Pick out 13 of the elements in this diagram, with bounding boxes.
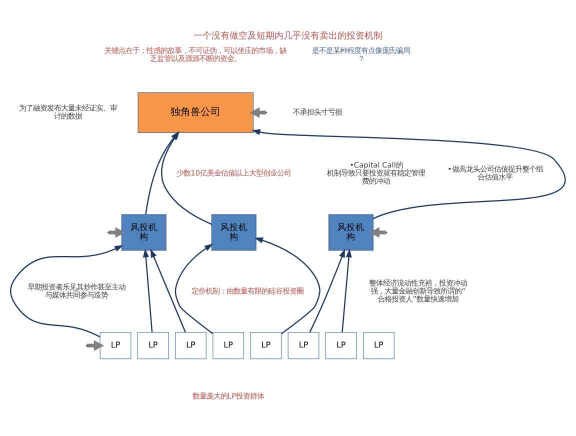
- node-box: 风投机构: [328, 214, 374, 251]
- arrow: [252, 129, 565, 220]
- arrow: [10, 245, 124, 338]
- arrow: [342, 248, 352, 332]
- diagram-title: 一个没有做空及短期内几乎没有卖出的投资机制: [194, 30, 383, 42]
- arrow: [254, 237, 320, 334]
- node-box: 独角兽公司: [138, 92, 254, 133]
- arrow: [174, 244, 214, 334]
- arrow: [142, 248, 153, 332]
- node-box: 风投机构: [121, 214, 166, 251]
- arrow: [309, 248, 346, 332]
- arrow: [150, 248, 186, 332]
- node-box: 风投机构: [211, 214, 256, 251]
